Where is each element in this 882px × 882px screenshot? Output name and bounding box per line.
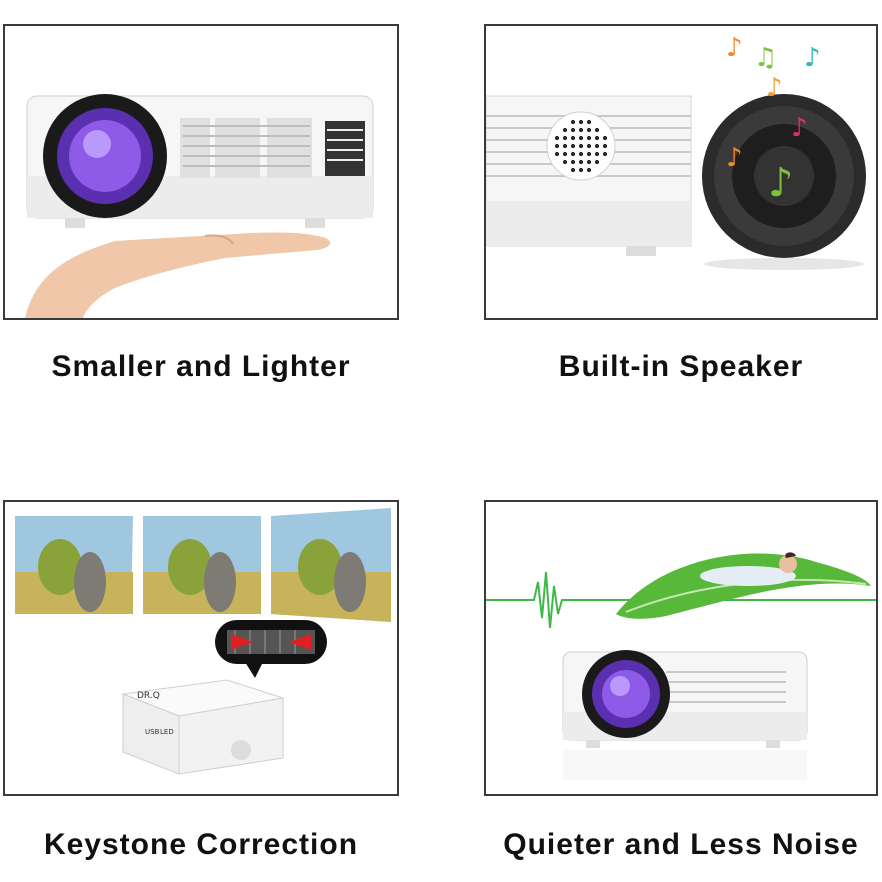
speaker-hole bbox=[571, 160, 575, 164]
keystone-scene-center bbox=[143, 516, 261, 614]
speaker-hole bbox=[595, 144, 599, 148]
speaker-hole bbox=[595, 136, 599, 140]
speaker-hole bbox=[563, 136, 567, 140]
speaker-hole bbox=[571, 128, 575, 132]
feature-panel-keystone-correction: DR.Q USB LED bbox=[3, 500, 399, 796]
caption-quieter-less-noise: Quieter and Less Noise bbox=[503, 828, 859, 861]
caption-keystone-correction: Keystone Correction bbox=[43, 828, 359, 861]
speaker-hole bbox=[587, 128, 591, 132]
music-note-icon: ♪ bbox=[791, 113, 808, 143]
speaker-hole bbox=[595, 128, 599, 132]
speaker-hole bbox=[595, 152, 599, 156]
feature-panel-smaller-lighter bbox=[3, 24, 399, 320]
speaker-hole bbox=[579, 160, 583, 164]
music-note-icon: ♪ bbox=[726, 33, 743, 63]
speaker-hole bbox=[579, 120, 583, 124]
speaker-hole bbox=[571, 144, 575, 148]
music-note-icon: ♪ bbox=[766, 73, 783, 103]
caption-smaller-lighter: Smaller and Lighter bbox=[51, 350, 351, 383]
speaker-hole bbox=[563, 160, 567, 164]
speaker-hole bbox=[603, 136, 607, 140]
speaker-hole bbox=[571, 120, 575, 124]
speaker-hole bbox=[587, 152, 591, 156]
speaker-hole bbox=[587, 160, 591, 164]
speaker-hole bbox=[571, 168, 575, 172]
speaker-hole bbox=[555, 136, 559, 140]
speaker-hole bbox=[587, 120, 591, 124]
svg-text:USB: USB bbox=[145, 728, 160, 736]
speaker-hole bbox=[579, 152, 583, 156]
speaker-hole bbox=[579, 128, 583, 132]
feature-panel-quieter-less-noise bbox=[484, 500, 878, 796]
keystone-scene-right bbox=[271, 508, 391, 622]
projector-on-hand-illustration bbox=[25, 94, 374, 318]
speaker-hole bbox=[587, 144, 591, 148]
feature-panel-built-in-speaker: ♪ ♫ ♪ ♪ ♪ ♪ ♪ bbox=[484, 24, 878, 320]
speaker-illustration: ♪ ♫ ♪ ♪ ♪ ♪ ♪ bbox=[486, 33, 866, 270]
speaker-hole bbox=[579, 144, 583, 148]
speaker-hole bbox=[571, 136, 575, 140]
music-note-icon: ♪ bbox=[726, 143, 743, 173]
projector-brand-label: DR.Q bbox=[137, 691, 160, 701]
quiet-illustration bbox=[486, 552, 876, 780]
speaker-hole bbox=[571, 152, 575, 156]
music-note-icon: ♪ bbox=[804, 43, 821, 73]
speaker-hole bbox=[579, 136, 583, 140]
speaker-hole bbox=[587, 136, 591, 140]
speaker-hole bbox=[579, 168, 583, 172]
speaker-hole bbox=[587, 168, 591, 172]
speaker-hole bbox=[555, 152, 559, 156]
music-note-icon: ♪ bbox=[768, 160, 794, 206]
svg-text:LED: LED bbox=[160, 728, 174, 736]
speaker-hole bbox=[563, 152, 567, 156]
keystone-scene-left bbox=[15, 516, 133, 614]
speaker-hole bbox=[555, 144, 559, 148]
caption-built-in-speaker: Built-in Speaker bbox=[558, 350, 804, 383]
music-note-icon: ♫ bbox=[754, 43, 777, 73]
speaker-hole bbox=[563, 144, 567, 148]
keystone-illustration: DR.Q USB LED bbox=[15, 508, 391, 775]
speaker-hole bbox=[563, 128, 567, 132]
speaker-hole bbox=[603, 152, 607, 156]
speaker-hole bbox=[603, 144, 607, 148]
speaker-hole bbox=[595, 160, 599, 164]
